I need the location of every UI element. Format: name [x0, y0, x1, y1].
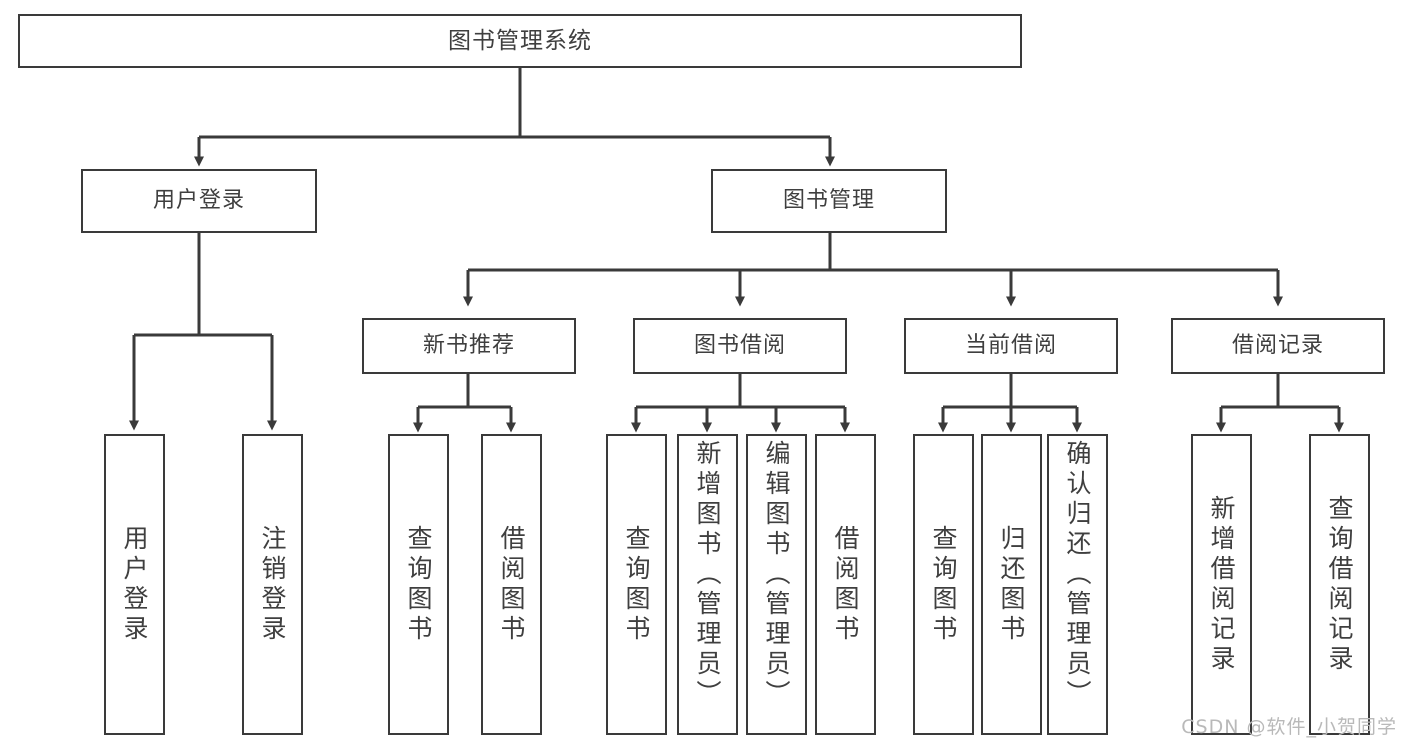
node-root[interactable]: 图书管理系统 [18, 14, 1022, 68]
node-root-label: 图书管理系统 [448, 27, 592, 54]
leaf-query-book-current-label: 查询图书 [929, 524, 958, 645]
node-borrow-record[interactable]: 借阅记录 [1171, 318, 1385, 374]
node-user-login-label: 用户登录 [152, 188, 245, 214]
leaf-logout-label: 注销登录 [258, 524, 287, 645]
leaf-query-borrow-record-label: 查询借阅记录 [1325, 494, 1354, 675]
leaf-return-book-label: 归还图书 [997, 524, 1026, 645]
leaf-query-book-borrow[interactable]: 查询图书 [606, 434, 667, 735]
leaf-query-book-borrow-label: 查询图书 [622, 524, 651, 645]
node-current-borrow-label: 当前借阅 [964, 333, 1057, 359]
leaf-return-book[interactable]: 归还图书 [981, 434, 1042, 735]
leaf-borrow-book-recommend[interactable]: 借阅图书 [481, 434, 542, 735]
node-book-management-label: 图书管理 [782, 188, 875, 214]
leaf-query-book-recommend[interactable]: 查询图书 [388, 434, 449, 735]
leaf-confirm-return-admin[interactable]: 确认归还（管理员） [1047, 434, 1108, 735]
leaf-confirm-return-admin-label: 确认归还（管理员） [1063, 440, 1092, 710]
leaf-borrow-book-recommend-label: 借阅图书 [497, 524, 526, 645]
node-current-borrow[interactable]: 当前借阅 [904, 318, 1118, 374]
leaf-user-login-label: 用户登录 [120, 524, 149, 645]
leaf-borrow-book-label: 借阅图书 [831, 524, 860, 645]
leaf-add-book-admin-label: 新增图书（管理员） [693, 440, 722, 710]
leaf-add-borrow-record-label: 新增借阅记录 [1207, 494, 1236, 675]
leaf-logout[interactable]: 注销登录 [242, 434, 303, 735]
leaf-query-book-recommend-label: 查询图书 [404, 524, 433, 645]
node-user-login[interactable]: 用户登录 [81, 169, 317, 233]
leaf-query-borrow-record[interactable]: 查询借阅记录 [1309, 434, 1370, 735]
node-book-borrow[interactable]: 图书借阅 [633, 318, 847, 374]
leaf-add-borrow-record[interactable]: 新增借阅记录 [1191, 434, 1252, 735]
node-book-management[interactable]: 图书管理 [711, 169, 947, 233]
leaf-query-book-current[interactable]: 查询图书 [913, 434, 974, 735]
node-book-borrow-label: 图书借阅 [693, 333, 786, 359]
leaf-edit-book-admin-label: 编辑图书（管理员） [762, 440, 791, 710]
leaf-borrow-book[interactable]: 借阅图书 [815, 434, 876, 735]
leaf-edit-book-admin[interactable]: 编辑图书（管理员） [746, 434, 807, 735]
node-new-book-recommend[interactable]: 新书推荐 [362, 318, 576, 374]
leaf-add-book-admin[interactable]: 新增图书（管理员） [677, 434, 738, 735]
node-new-book-recommend-label: 新书推荐 [422, 333, 515, 359]
leaf-user-login[interactable]: 用户登录 [104, 434, 165, 735]
node-borrow-record-label: 借阅记录 [1231, 333, 1324, 359]
